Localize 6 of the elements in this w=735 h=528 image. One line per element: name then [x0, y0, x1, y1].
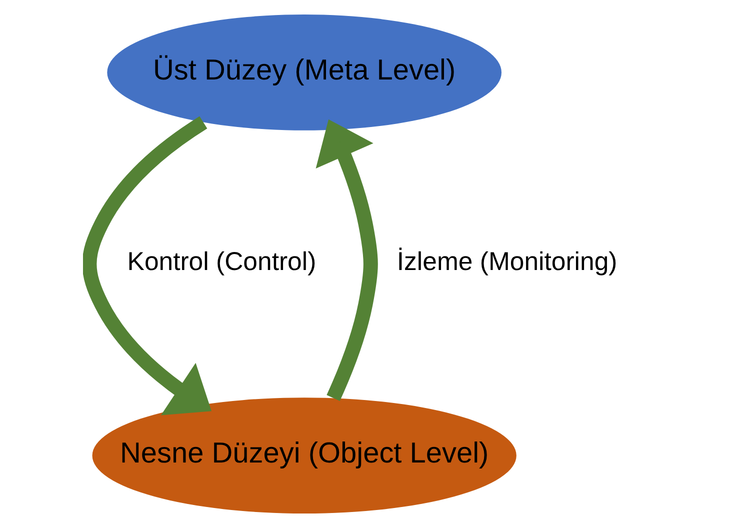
arrow — [316, 119, 378, 401]
node-ellipse: Üst Düzey (Meta Level) — [107, 14, 502, 130]
arrow — [83, 116, 212, 416]
node-ellipse: Nesne Düzeyi (Object Level) — [92, 398, 516, 514]
edge-label: İzleme (Monitoring) — [396, 248, 618, 276]
edge-label: Kontrol (Control) — [127, 248, 316, 276]
